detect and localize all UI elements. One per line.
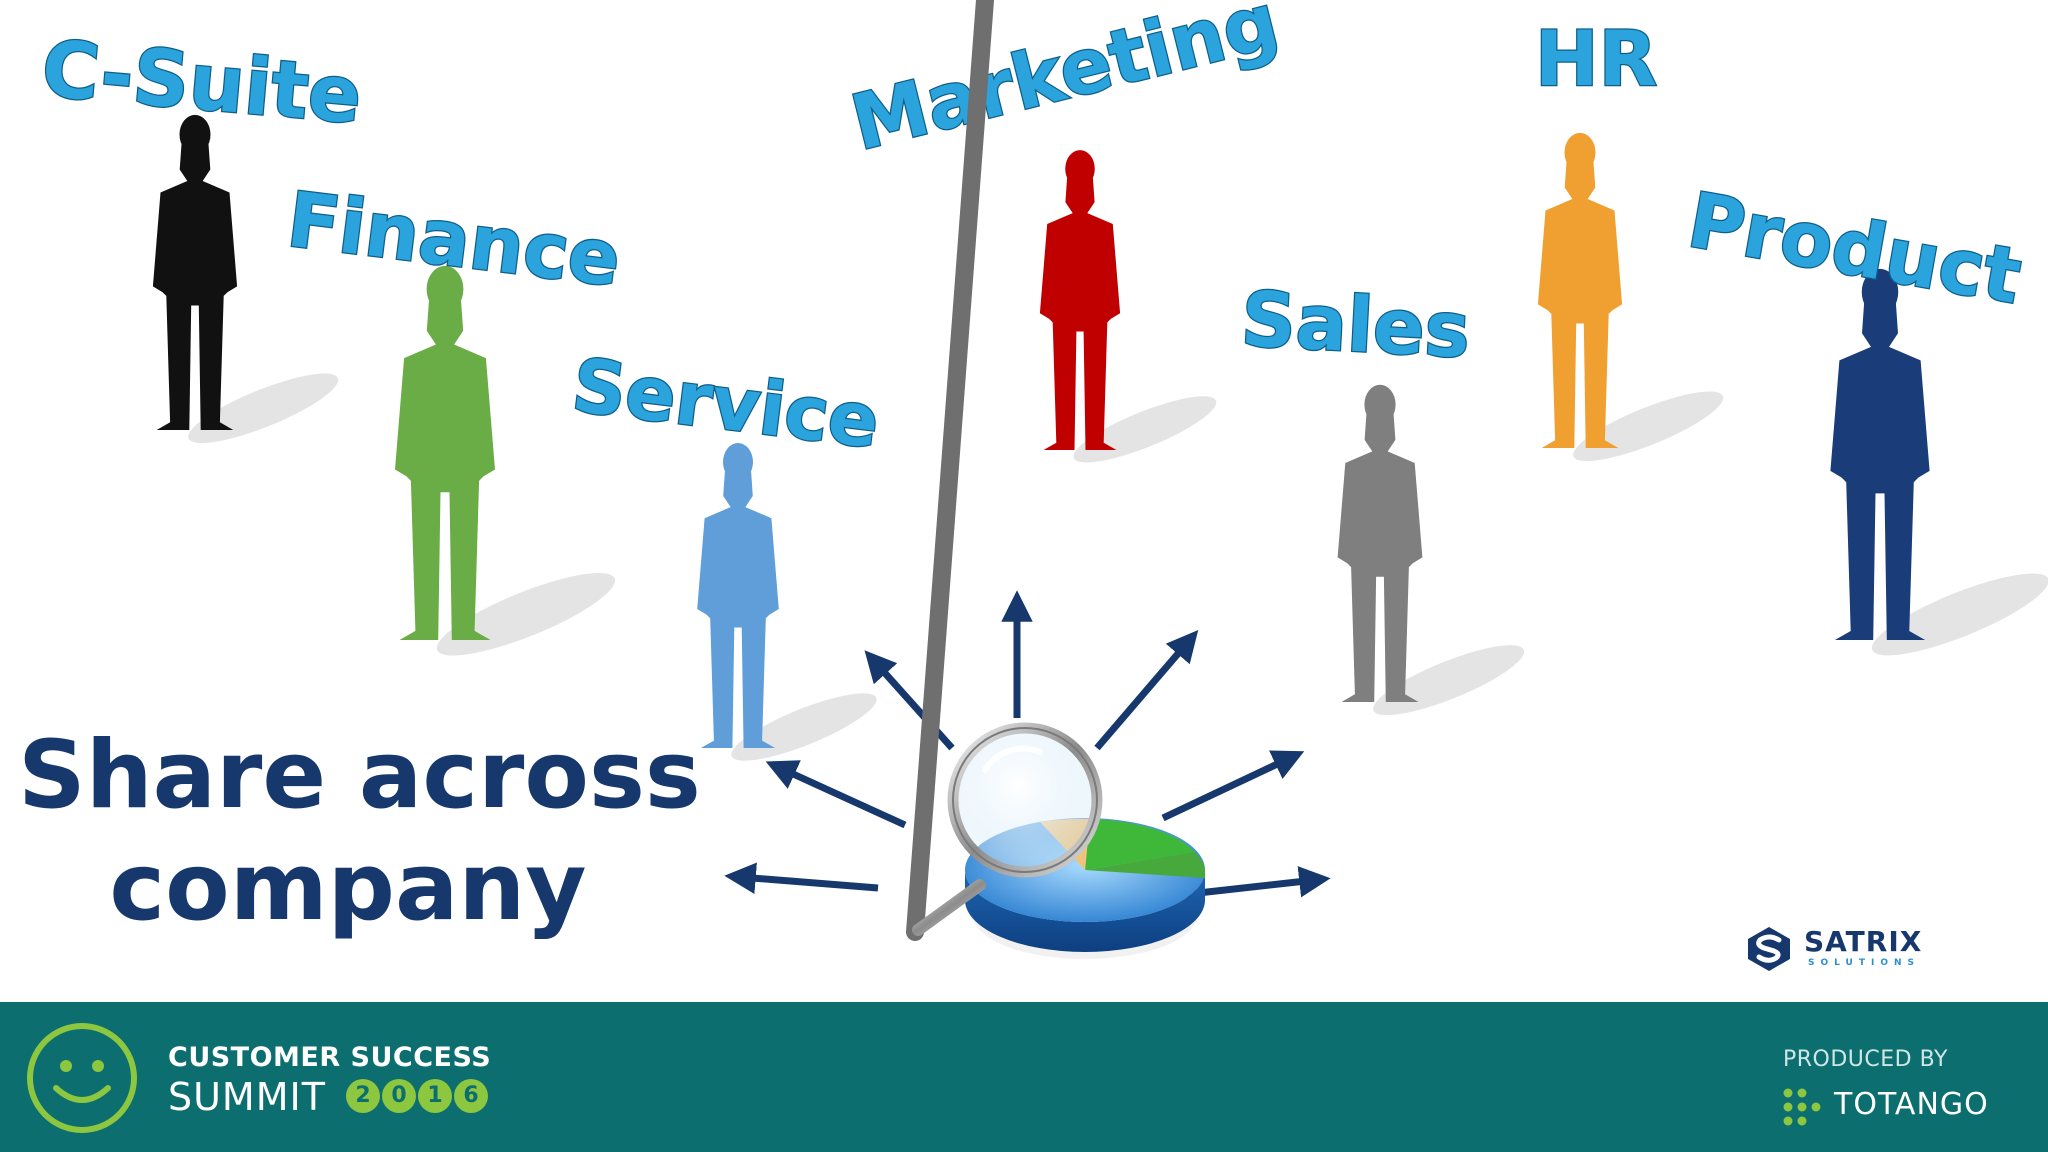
event-year: 2 0 1 6 <box>346 1079 488 1115</box>
person-silhouette <box>1039 173 1121 450</box>
satrix-s-icon <box>1748 927 1790 971</box>
department-hr: HR <box>1534 13 1724 462</box>
department-label: C-Suite <box>38 24 365 142</box>
department-marketing: Marketing <box>842 0 1288 463</box>
sponsor-subtitle: SOLUTIONS <box>1808 958 1921 968</box>
headline-line-2: company <box>109 833 587 942</box>
share-arrows <box>724 590 1331 899</box>
headline: Share across company <box>18 720 701 944</box>
person-silhouette <box>395 295 495 640</box>
share-arrow <box>1094 630 1199 751</box>
department-sales: Sales <box>1238 273 1525 716</box>
year-digit: 6 <box>454 1079 488 1113</box>
smiley-icon <box>27 1023 137 1133</box>
satrix-logo: SATRIX SOLUTIONS <box>1746 925 1966 973</box>
department-label: Marketing <box>843 0 1287 167</box>
produced-by-label: PRODUCED BY <box>1783 1047 1948 1072</box>
sponsor-name: SATRIX <box>1804 925 1923 958</box>
year-digit: 0 <box>382 1079 416 1113</box>
department-label: Service <box>568 343 884 466</box>
department-service: Service <box>567 341 885 761</box>
producer-name: TOTANGO <box>1834 1087 1989 1122</box>
person-silhouette <box>152 139 238 430</box>
magnifier-icon <box>906 0 1103 941</box>
share-arrow <box>765 760 907 829</box>
person-silhouette <box>1537 157 1623 448</box>
department-product: Product <box>1681 174 2048 656</box>
share-arrow <box>864 650 955 751</box>
event-name-line-2: SUMMIT <box>168 1075 326 1119</box>
footer-banner: CUSTOMER SUCCESS SUMMIT 2 0 1 6 PRODUCED… <box>0 1002 2048 1152</box>
year-digit: 1 <box>418 1079 452 1113</box>
totango-dots-icon <box>1783 1088 1821 1126</box>
department-label: HR <box>1535 14 1657 103</box>
person-silhouette <box>697 467 779 748</box>
year-digit: 2 <box>346 1079 380 1113</box>
person-silhouette <box>1830 298 1930 640</box>
person-silhouette <box>1337 410 1423 702</box>
event-name-line-1: CUSTOMER SUCCESS <box>168 1042 492 1073</box>
department-label: Sales <box>1239 274 1472 375</box>
share-arrow <box>724 862 879 894</box>
share-arrow <box>1161 750 1305 822</box>
magnifier-pie-chart-icon <box>906 0 1205 959</box>
headline-line-1: Share across <box>18 721 701 830</box>
department-finance: Finance <box>282 173 626 656</box>
department-label: Product <box>1682 175 2028 321</box>
